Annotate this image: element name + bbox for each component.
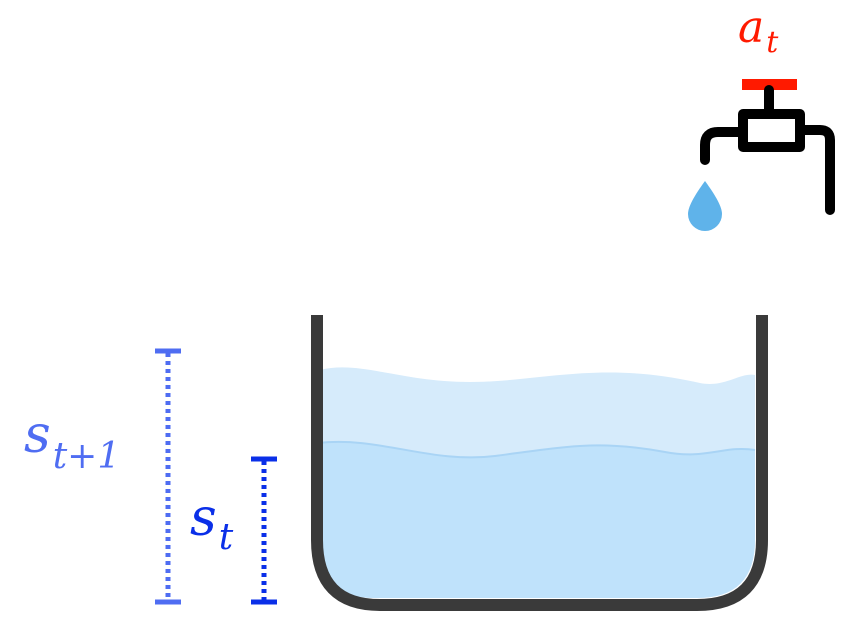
action-label: at <box>738 2 779 60</box>
faucet-body <box>700 85 835 215</box>
tank-outline <box>311 315 768 611</box>
faucet-handle <box>742 79 797 90</box>
water-level-current <box>318 441 755 598</box>
water-tank <box>311 315 768 611</box>
faucet-icon <box>688 79 835 231</box>
state-next-label-subscript: t+1 <box>53 436 121 477</box>
action-label-subscript: t <box>766 25 779 60</box>
state-current-measure <box>251 456 277 605</box>
state-next-measure <box>155 348 181 605</box>
water-drop-icon <box>688 181 722 231</box>
water-surface-line <box>317 440 756 459</box>
action-label-base: a <box>738 2 764 53</box>
state-next-label-base: s <box>24 405 51 465</box>
state-current-label: st <box>190 488 234 558</box>
state-next-label: st+1 <box>24 405 120 477</box>
state-current-label-base: s <box>190 488 217 548</box>
state-current-label-subscript: t <box>219 517 234 558</box>
